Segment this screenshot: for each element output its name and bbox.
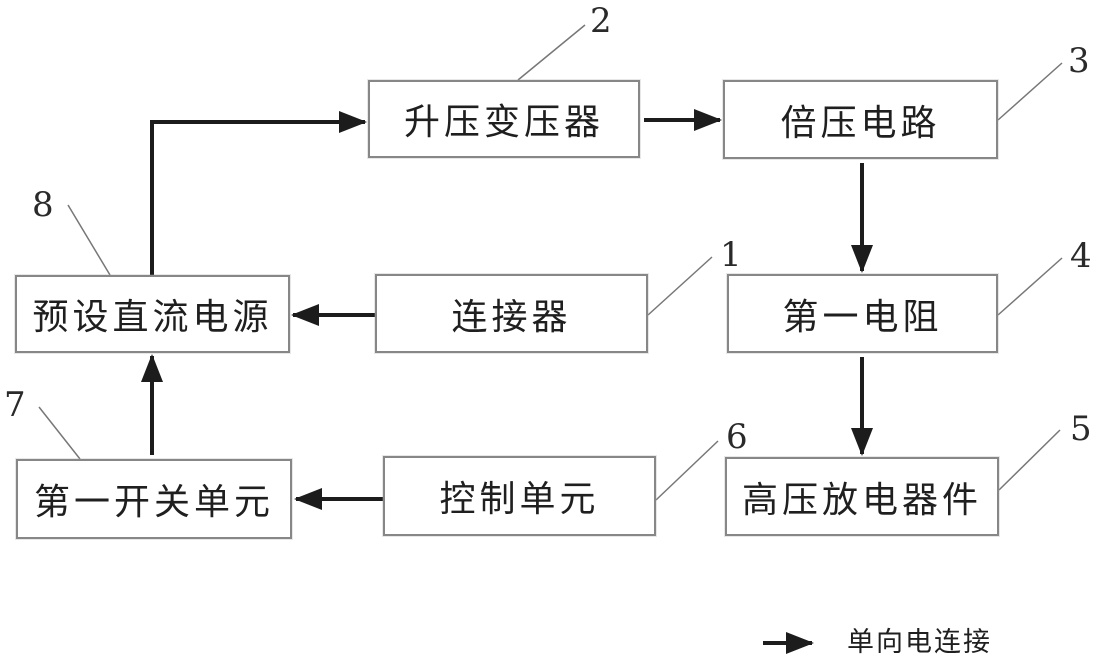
leader-line-ref-1 — [647, 256, 713, 316]
ref-label-voltage-doubler-circuit: 3 — [1068, 41, 1090, 81]
node-preset-dc-power-supply: 预设直流电源 — [15, 275, 290, 353]
node-voltage-doubler-circuit-label: 倍压电路 — [780, 102, 941, 144]
node-control-unit-label: 控制单元 — [439, 479, 600, 520]
node-first-switch-unit-label: 第一开关单元 — [33, 482, 274, 523]
ref-label-high-voltage-discharge-device: 5 — [1070, 409, 1092, 449]
leader-line-ref-2 — [517, 24, 586, 81]
legend-one-way-connection-label: 单向电连接 — [847, 627, 992, 658]
leader-line-ref-6 — [655, 440, 719, 501]
node-preset-dc-power-supply-label: 预设直流电源 — [32, 297, 273, 338]
ref-label-connector: 1 — [720, 235, 742, 275]
leader-line-ref-4 — [997, 257, 1063, 316]
leader-line-ref-3 — [997, 62, 1063, 121]
leader-lines-group — [38, 24, 1063, 501]
ref-label-step-up-transformer: 2 — [590, 1, 612, 41]
node-high-voltage-discharge-device: 高压放电器件 — [725, 457, 999, 536]
node-first-switch-unit: 第一开关单元 — [16, 459, 292, 539]
node-first-resistor-label: 第一电阻 — [782, 296, 943, 338]
ref-label-first-resistor: 4 — [1070, 236, 1092, 276]
node-first-resistor: 第一电阻 — [727, 274, 998, 353]
node-step-up-transformer: 升压变压器 — [368, 80, 640, 158]
leader-line-ref-8 — [67, 204, 111, 276]
edge-preset-dc-to-transformer-arrow — [150, 111, 367, 275]
node-voltage-doubler-circuit: 倍压电路 — [723, 80, 998, 159]
edges-group — [141, 109, 873, 510]
node-step-up-transformer-label: 升压变压器 — [403, 102, 604, 143]
leader-line-ref-5 — [998, 429, 1061, 491]
leader-line-ref-7 — [38, 406, 81, 460]
ref-label-control-unit: 6 — [726, 417, 748, 457]
ref-label-first-switch-unit: 7 — [4, 385, 26, 425]
node-connector-label: 连接器 — [451, 296, 572, 338]
node-control-unit: 控制单元 — [383, 456, 656, 536]
legend: 单向电连接 — [755, 620, 992, 659]
node-connector: 连接器 — [375, 274, 648, 353]
node-high-voltage-discharge-device-label: 高压放电器件 — [741, 479, 982, 521]
ref-label-preset-dc-power-supply: 8 — [32, 185, 54, 225]
